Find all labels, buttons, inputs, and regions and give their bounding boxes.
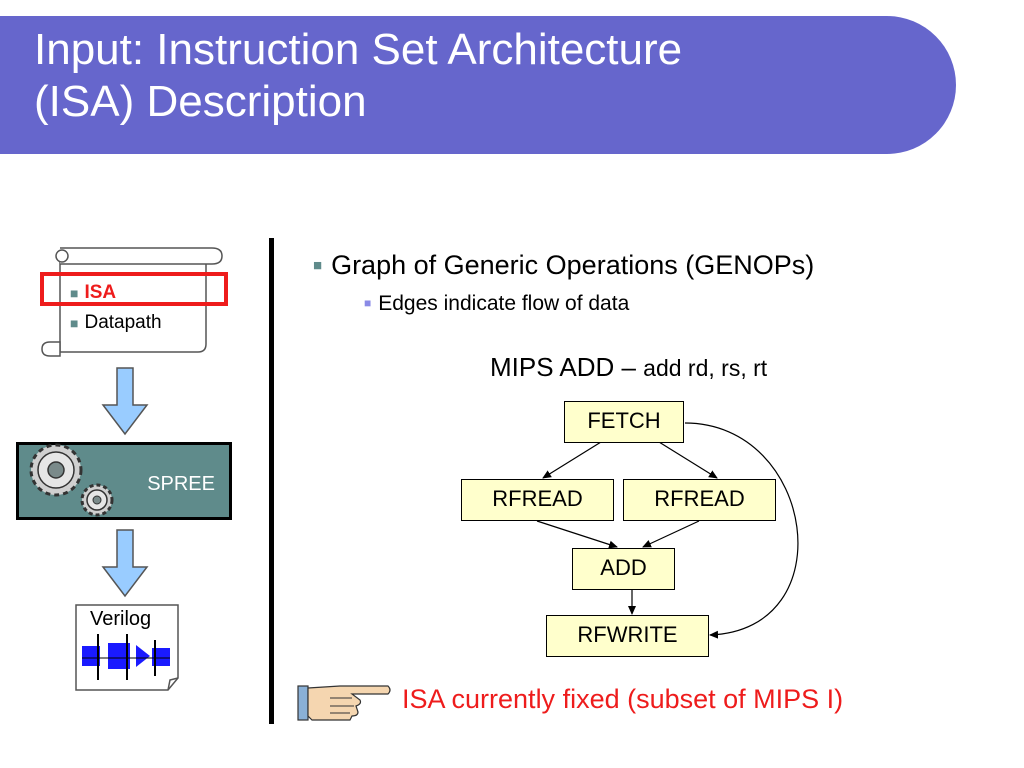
scroll-item-label: Datapath xyxy=(84,312,162,333)
edge-fetch-rfread2 xyxy=(658,441,718,479)
node-fetch: FETCH xyxy=(564,401,684,443)
down-arrow-1 xyxy=(101,367,149,436)
mips-prefix: MIPS ADD – xyxy=(490,352,636,382)
spree-box: SPREE xyxy=(16,442,232,520)
down-arrow-2 xyxy=(101,529,149,598)
scroll-bullet: ■ xyxy=(70,315,79,331)
scroll-bullet: ■ xyxy=(70,285,79,301)
verilog-label: Verilog xyxy=(90,608,152,630)
title-line-1: Input: Instruction Set Architecture xyxy=(34,25,683,74)
spree-label: SPREE xyxy=(147,473,215,495)
bullet-main-text: Graph of Generic Operations (GENOPs) xyxy=(331,250,815,280)
isa-fixed-note: ISA currently fixed (subset of MIPS I) xyxy=(402,684,844,714)
bullet-sub: ■ Edges indicate flow of data xyxy=(364,292,629,316)
edge-rfread1-add xyxy=(536,520,618,549)
node-rfread-2: RFREAD xyxy=(623,479,776,521)
edge-rfread2-add xyxy=(642,520,700,548)
mips-instruction: add rd, rs, rt xyxy=(643,355,768,381)
node-rfread-1: RFREAD xyxy=(461,479,614,521)
scroll-item-datapath: ■ Datapath xyxy=(70,310,162,336)
scroll-item-isa: ■ ISA xyxy=(70,280,116,306)
node-add: ADD xyxy=(572,548,675,590)
verilog-document xyxy=(75,604,179,691)
pointing-hand-icon xyxy=(297,685,391,721)
scroll-item-label: ISA xyxy=(84,282,117,303)
mips-heading: MIPS ADD – add rd, rs, rt xyxy=(490,352,767,383)
isa-highlight-box xyxy=(40,272,228,306)
edge-fetch-rfread1 xyxy=(542,441,602,479)
bullet-marker: ■ xyxy=(313,257,323,274)
bullet-marker: ■ xyxy=(364,296,372,310)
vertical-divider xyxy=(269,238,274,724)
bullet-sub-text: Edges indicate flow of data xyxy=(378,292,630,315)
node-rfwrite: RFWRITE xyxy=(546,615,709,657)
title-band xyxy=(0,16,956,154)
bullet-main: ■ Graph of Generic Operations (GENOPs) xyxy=(313,250,814,281)
slide-title: Input: Instruction Set Architecture (ISA… xyxy=(34,24,682,128)
title-line-2: (ISA) Description xyxy=(34,77,367,126)
edge-fetch-rfwrite xyxy=(684,422,799,639)
